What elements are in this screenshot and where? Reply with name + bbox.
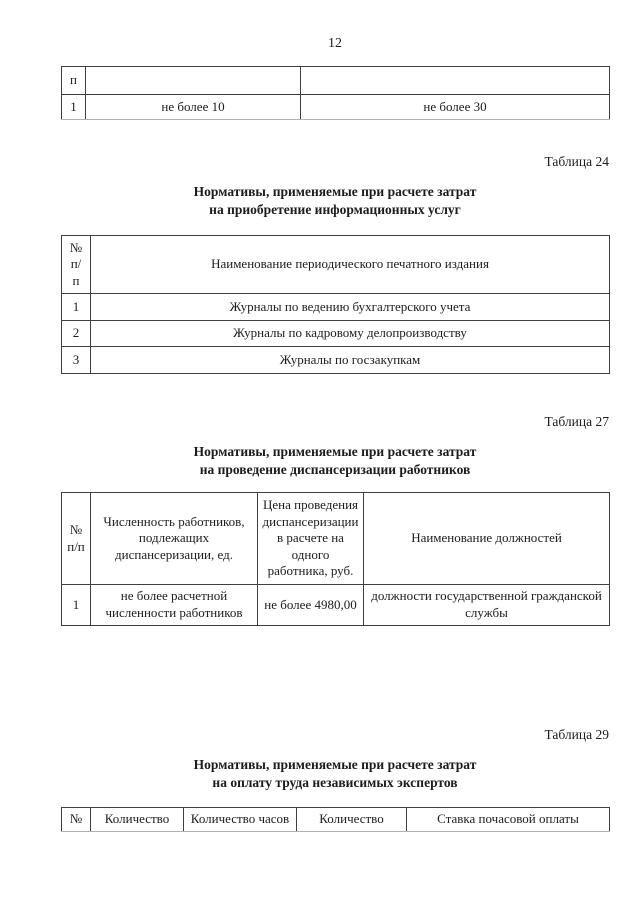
table29-title-line1: Нормативы, применяемые при расчете затра… bbox=[193, 757, 477, 772]
table-cell: 1 bbox=[61, 584, 91, 626]
table27: № п/п Численность работников, подлежащих… bbox=[61, 492, 610, 626]
header-cell-quantity1: Количество bbox=[90, 807, 184, 832]
table24-label: Таблица 24 bbox=[544, 154, 610, 169]
continuation-table: п 1 не более 10 не более 30 bbox=[61, 66, 610, 120]
table24: № п/ п Наименование периодического печат… bbox=[61, 235, 610, 374]
table-cell: не более 10 bbox=[85, 94, 301, 120]
page-number: 12 bbox=[328, 36, 342, 51]
table-row: 1 Журналы по ведению бухгалтерского учет… bbox=[61, 293, 610, 321]
table-cell: не более 4980,00 bbox=[257, 584, 364, 626]
table-cell bbox=[300, 66, 610, 95]
table27-label: Таблица 27 bbox=[544, 414, 610, 429]
header-cell-num: № bbox=[61, 807, 91, 832]
header-cell-hours: Количество часов bbox=[183, 807, 297, 832]
table-cell: не более расчетной численности работнико… bbox=[90, 584, 258, 626]
header-cell-num: № п/п bbox=[61, 492, 91, 585]
table-cell: 3 bbox=[61, 346, 91, 374]
header-cell-price: Цена проведения диспансеризации в расчет… bbox=[257, 492, 364, 585]
table-cell: п bbox=[61, 66, 86, 95]
table-row: 1 не более 10 не более 30 bbox=[61, 94, 610, 120]
table-cell: 1 bbox=[61, 94, 86, 120]
header-cell-positions: Наименование должностей bbox=[363, 492, 610, 585]
table-cell: не более 30 bbox=[300, 94, 610, 120]
table29-label: Таблица 29 bbox=[544, 727, 610, 742]
table29: № Количество Количество часов Количество… bbox=[61, 807, 610, 832]
table27-title-line1: Нормативы, применяемые при расчете затра… bbox=[193, 444, 477, 459]
table29-title-line2: на оплату труда независимых экспертов bbox=[212, 775, 458, 791]
table-header-row: № п/ п Наименование периодического печат… bbox=[61, 235, 610, 294]
table-row: 2 Журналы по кадровому делопроизводству bbox=[61, 320, 610, 347]
table-header-row: № Количество Количество часов Количество… bbox=[61, 807, 610, 832]
header-cell-num: № п/ п bbox=[61, 235, 91, 294]
table24-title-line2: на приобретение информационных услуг bbox=[209, 202, 461, 218]
header-cell-rate: Ставка почасовой оплаты bbox=[406, 807, 610, 832]
table-cell: должности государственной гражданской сл… bbox=[363, 584, 610, 626]
table29-title: Нормативы, применяемые при расчете затра… bbox=[61, 756, 609, 792]
table-header-row: № п/п Численность работников, подлежащих… bbox=[61, 492, 610, 585]
header-cell-quantity2: Количество bbox=[296, 807, 407, 832]
table-cell: Журналы по госзакупкам bbox=[90, 346, 610, 374]
table27-title: Нормативы, применяемые при расчете затра… bbox=[61, 443, 609, 479]
table-row: 1 не более расчетной численности работни… bbox=[61, 584, 610, 626]
table-row: п bbox=[61, 66, 610, 95]
table24-title-line1: Нормативы, применяемые при расчете затра… bbox=[193, 184, 477, 199]
table24-title: Нормативы, применяемые при расчете затра… bbox=[61, 183, 609, 219]
table27-title-line2: на проведение диспансеризации работников bbox=[199, 462, 471, 478]
table-cell: Журналы по ведению бухгалтерского учета bbox=[90, 293, 610, 321]
table-row: 3 Журналы по госзакупкам bbox=[61, 346, 610, 374]
table-cell bbox=[85, 66, 301, 95]
header-cell-staff: Численность работников, подлежащих диспа… bbox=[90, 492, 258, 585]
header-cell-name: Наименование периодического печатного из… bbox=[90, 235, 610, 294]
table-cell: 2 bbox=[61, 320, 91, 347]
table-cell: Журналы по кадровому делопроизводству bbox=[90, 320, 610, 347]
table-cell: 1 bbox=[61, 293, 91, 321]
